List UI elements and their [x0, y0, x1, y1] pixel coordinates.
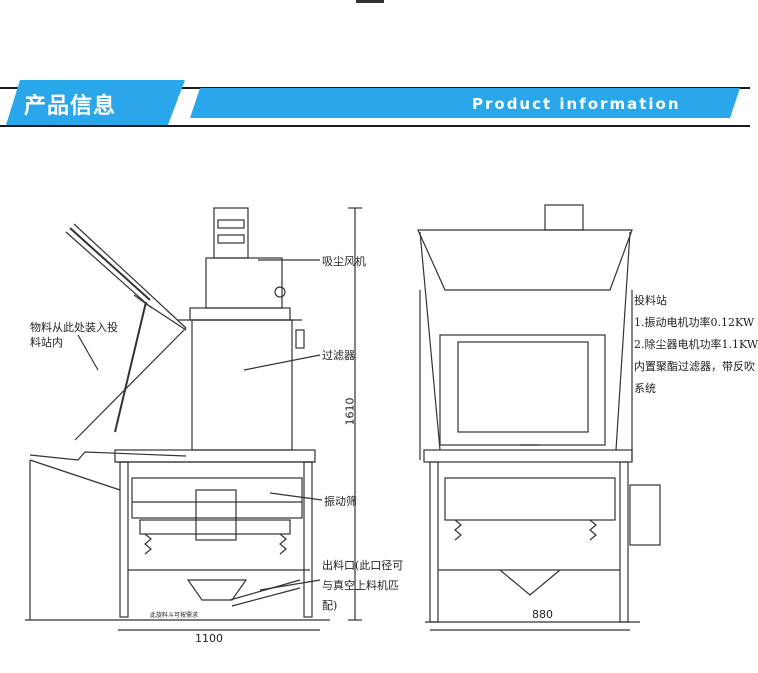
- label-filter: 过滤器: [322, 349, 355, 362]
- notes-line-1: 1.振动电机功率0.12KW: [634, 316, 755, 329]
- label-dust-fan: 吸尘风机: [322, 255, 366, 268]
- left-hopper-lid: [69, 227, 151, 301]
- left-filter-column: [191, 319, 293, 451]
- right-outlet: [499, 569, 561, 596]
- right-lid: [417, 229, 633, 291]
- notes-line-2: 2.除尘器电机功率1.1KW: [634, 338, 758, 351]
- left-motor: [213, 207, 249, 259]
- label-outlet: 出料口(此口径可与真空上料机匹配): [322, 559, 404, 612]
- banner-title: 产品信息: [24, 94, 117, 119]
- technical-drawing: 物料从此处装入投料站内 吸尘风机 过滤器 振动筛 出料口(此口径可与真空上料机匹…: [0, 160, 750, 669]
- left-vibrating-screen: [131, 477, 303, 519]
- label-vibrating-screen: 振动筛: [324, 495, 357, 508]
- left-lid-strut: [114, 301, 147, 433]
- right-side-motor: [629, 484, 661, 546]
- drawing-lines: [25, 204, 661, 631]
- label-small-print: 此旋料斗可按需求: [150, 612, 199, 619]
- left-outlet: [186, 579, 248, 601]
- right-top-frame: [423, 449, 633, 463]
- notes-title: 投料站: [634, 294, 667, 307]
- banner-shape: [0, 80, 750, 127]
- right-hopper-window: [439, 334, 606, 446]
- left-feed-chute: [29, 451, 187, 461]
- product-info-banner: 产品信息 Product information: [0, 70, 750, 135]
- notes-line-4: 系统: [634, 382, 656, 395]
- dim-left-width: 1100: [195, 632, 223, 645]
- right-fan-cap: [544, 204, 584, 231]
- dim-height: 1610: [343, 397, 357, 426]
- left-top-frame: [114, 449, 316, 463]
- top-edge-mark: [356, 0, 384, 3]
- label-feed-note: 物料从此处装入投料站内: [30, 321, 118, 349]
- spec-notes: 投料站 1.振动电机功率0.12KW 2.除尘器电机功率1.1KW 内置聚酯过滤…: [634, 290, 758, 400]
- dim-right-width: 880: [532, 608, 553, 621]
- left-fan-housing: [205, 257, 283, 309]
- notes-line-3: 内置聚酯过滤器，带反吹: [634, 360, 755, 373]
- banner-subtitle: Product information: [472, 95, 681, 113]
- right-vibrating-screen: [444, 477, 616, 521]
